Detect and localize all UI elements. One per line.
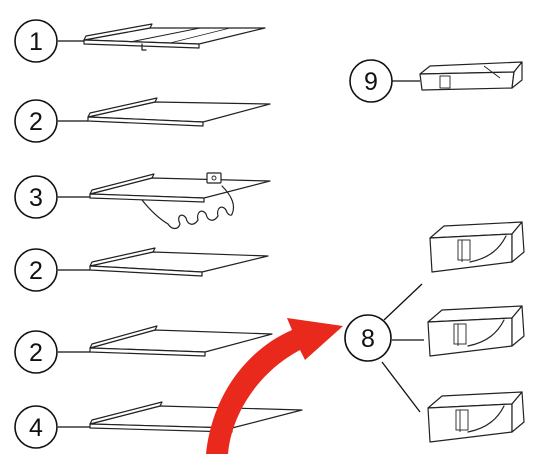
curved-arrow-icon xyxy=(206,318,343,454)
door-bin-8-bottom xyxy=(427,391,525,443)
callout-label: 8 xyxy=(361,325,375,353)
door-bin-8-top xyxy=(429,221,525,273)
callout-label: 2 xyxy=(29,257,43,285)
callout-shelf-2c: 2 xyxy=(14,330,90,374)
callout-shelf-1: 1 xyxy=(14,19,84,63)
shelf-2a xyxy=(87,97,271,127)
callout-shelf-4: 4 xyxy=(14,405,90,449)
callout-shelf-2b: 2 xyxy=(14,248,90,292)
door-bin-8-middle xyxy=(427,305,525,357)
callout-shelf-3: 3 xyxy=(14,175,90,219)
shelf-3 xyxy=(89,172,271,230)
shelf-2b xyxy=(89,247,269,277)
callout-label: 4 xyxy=(29,414,43,442)
callout-label: 2 xyxy=(29,108,43,136)
shelf-4 xyxy=(89,401,303,433)
callout-bin-9: 9 xyxy=(349,59,420,103)
callout-label: 1 xyxy=(29,28,43,56)
callout-label: 2 xyxy=(29,339,43,367)
callout-label: 3 xyxy=(29,184,43,212)
shelf-1 xyxy=(83,23,266,51)
callout-shelf-2a: 2 xyxy=(14,99,88,143)
door-bin-9 xyxy=(419,61,523,91)
callout-bins-8: 8 xyxy=(344,283,424,413)
callout-label: 9 xyxy=(364,68,378,96)
shelf-2c xyxy=(89,325,273,357)
